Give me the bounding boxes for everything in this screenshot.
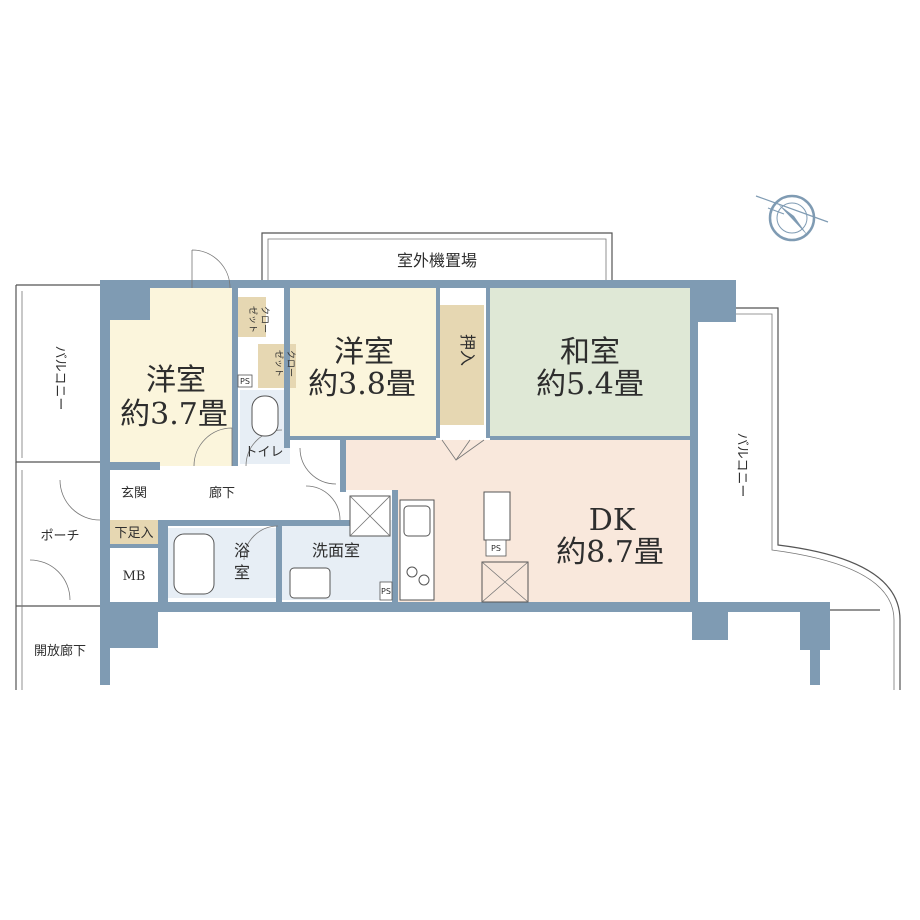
ps-label-2: PS [491, 544, 501, 553]
wall-far-right-stub [810, 640, 820, 685]
ps-box-3 [379, 581, 393, 601]
wall-partition-2 [284, 288, 290, 448]
japanese-room-size: 約5.4畳 [536, 367, 644, 402]
outdoor-unit-label: 室外機置場 [397, 251, 477, 270]
western-room-2-size: 約3.8畳 [308, 367, 416, 402]
wall-entry-lower [100, 462, 160, 470]
fridge-space [481, 561, 529, 603]
porch-label: ポーチ [40, 529, 79, 544]
balcony-left-label: バルコニー [52, 346, 67, 411]
right-balcony: バルコニー [730, 307, 901, 690]
wall-partition-4 [486, 288, 490, 438]
bath-label-line1: 浴 [234, 541, 250, 560]
western-room-2-area [290, 288, 436, 438]
wall-bottom [100, 602, 830, 612]
fixtures [173, 249, 529, 603]
wall-right [690, 288, 698, 608]
genkan-label: 玄関 [121, 486, 147, 501]
wall-mid-horizontal [290, 436, 436, 440]
wall-top-beam [100, 280, 736, 288]
walls [100, 280, 830, 685]
wall-wash-right [392, 490, 398, 606]
closet-1-label-line1: クロー [259, 306, 270, 333]
wall-bath-right [276, 526, 282, 602]
wall-top-right-column [692, 280, 736, 322]
wall-mb-top [108, 544, 158, 548]
wall-left [100, 280, 110, 685]
stove-burner-1 [406, 566, 418, 578]
wall-dk-left [340, 440, 346, 492]
kitchen-sink [403, 505, 431, 537]
closet-1-label-line2: ゼット [247, 306, 259, 333]
japanese-room-area [490, 288, 690, 438]
western-room-1-name: 洋室 [146, 363, 206, 398]
dk-name: DK [589, 503, 636, 538]
wall-shoe-side [158, 520, 168, 602]
washroom-label: 洗面室 [312, 541, 360, 560]
wash-basin [289, 567, 331, 599]
wall-bottom-right-column [692, 602, 728, 640]
japanese-room-name: 和室 [560, 335, 620, 370]
toilet-bowl [251, 395, 279, 437]
wall-bottom-left-stub [100, 640, 110, 685]
wall-partition-3 [436, 288, 440, 438]
kitchen-counter [399, 499, 435, 601]
ps-box-1 [237, 374, 253, 388]
western-room-2-name: 洋室 [334, 335, 394, 370]
shoe-box-area [108, 520, 160, 544]
refrigerator-column [483, 491, 511, 541]
stove-burner-2 [418, 574, 430, 586]
wall-partition-1 [232, 288, 238, 466]
hallway-label: 廊下 [209, 485, 235, 501]
balcony-right-label: バルコニー [734, 433, 749, 498]
oshiire-label: 押入 [458, 334, 477, 366]
mb-label: MB [123, 569, 146, 584]
porch-area: ポーチ 開放廊下 [15, 462, 101, 690]
toilet-label: トイレ [244, 445, 283, 460]
ps-box-2 [485, 539, 507, 557]
closet-2-label-line1: クロー [285, 350, 296, 377]
wall-bath-top [160, 520, 390, 526]
labels: 洋室 約3.7畳 洋室 約3.8畳 和室 約5.4畳 DK 約8.7畳 クロー … [114, 306, 663, 596]
closet-2-label-line2: ゼット [273, 350, 285, 377]
ps-label-3: PS [381, 587, 391, 596]
western-room-1-size: 約3.7畳 [120, 397, 228, 432]
closet-1-area [238, 297, 266, 337]
open-corridor-label: 開放廊下 [34, 643, 86, 659]
outdoor-unit-space: 室外機置場 [261, 232, 613, 280]
oshiire-area [440, 305, 484, 425]
bathtub [173, 533, 215, 595]
wall-jp-bottom [490, 436, 690, 440]
bath-label-line2: 室 [234, 563, 250, 582]
compass-icon [755, 194, 829, 242]
left-balcony: バルコニー [15, 284, 100, 463]
dk-size: 約8.7畳 [556, 535, 664, 570]
shoe-box-label: 下足入 [114, 526, 153, 541]
ps-label-1: PS [240, 377, 250, 386]
